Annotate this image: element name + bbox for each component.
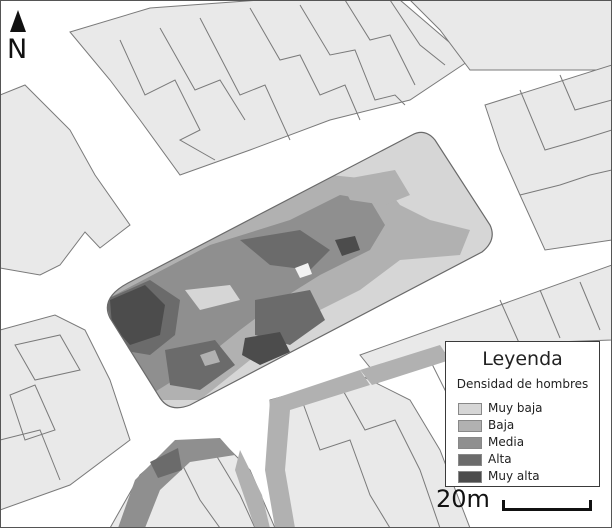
legend-panel: Leyenda Densidad de hombres Muy baja Baj… bbox=[445, 341, 600, 487]
legend-swatch bbox=[458, 420, 482, 432]
plaza-heatmap bbox=[106, 131, 493, 409]
scale-tick-right bbox=[589, 500, 592, 511]
legend-subtitle: Densidad de hombres bbox=[456, 377, 589, 391]
legend-label: Muy baja bbox=[488, 401, 543, 415]
north-label: N bbox=[7, 34, 28, 65]
street-density bbox=[118, 345, 450, 528]
legend-label: Baja bbox=[488, 418, 515, 432]
legend-label: Muy alta bbox=[488, 469, 540, 483]
legend-label: Alta bbox=[488, 452, 512, 466]
legend-swatch bbox=[458, 403, 482, 415]
legend-swatch bbox=[458, 471, 482, 483]
legend-label: Media bbox=[488, 435, 525, 449]
legend-swatch bbox=[458, 437, 482, 449]
north-arrow-icon bbox=[10, 10, 26, 32]
legend-title: Leyenda bbox=[482, 348, 563, 370]
scale-bar bbox=[502, 508, 592, 511]
legend-swatch bbox=[458, 454, 482, 466]
scale-tick-left bbox=[502, 500, 505, 511]
scale-label: 20m bbox=[436, 485, 490, 513]
